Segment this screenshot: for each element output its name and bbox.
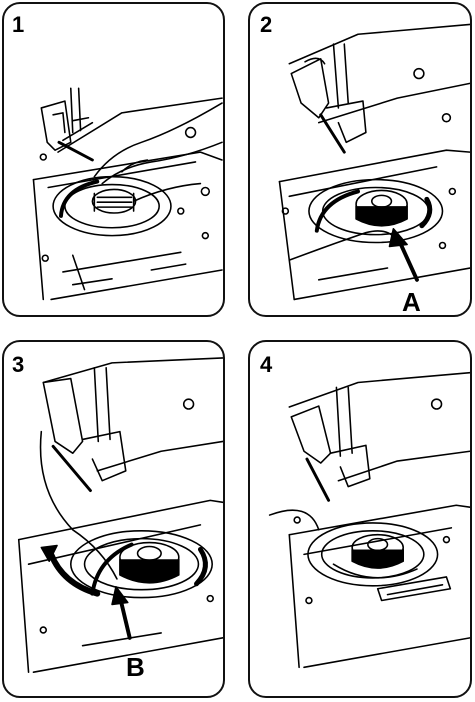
illustration-step-2 <box>250 4 470 315</box>
illustration-step-1 <box>4 4 223 315</box>
step-panel-4: 4 <box>248 340 472 698</box>
step-panel-2: 2 A <box>248 2 472 317</box>
step-panel-1: 1 <box>2 2 225 317</box>
illustration-step-4 <box>250 342 470 696</box>
illustration-step-3 <box>4 342 223 696</box>
step-panel-3: 3 B <box>2 340 225 698</box>
